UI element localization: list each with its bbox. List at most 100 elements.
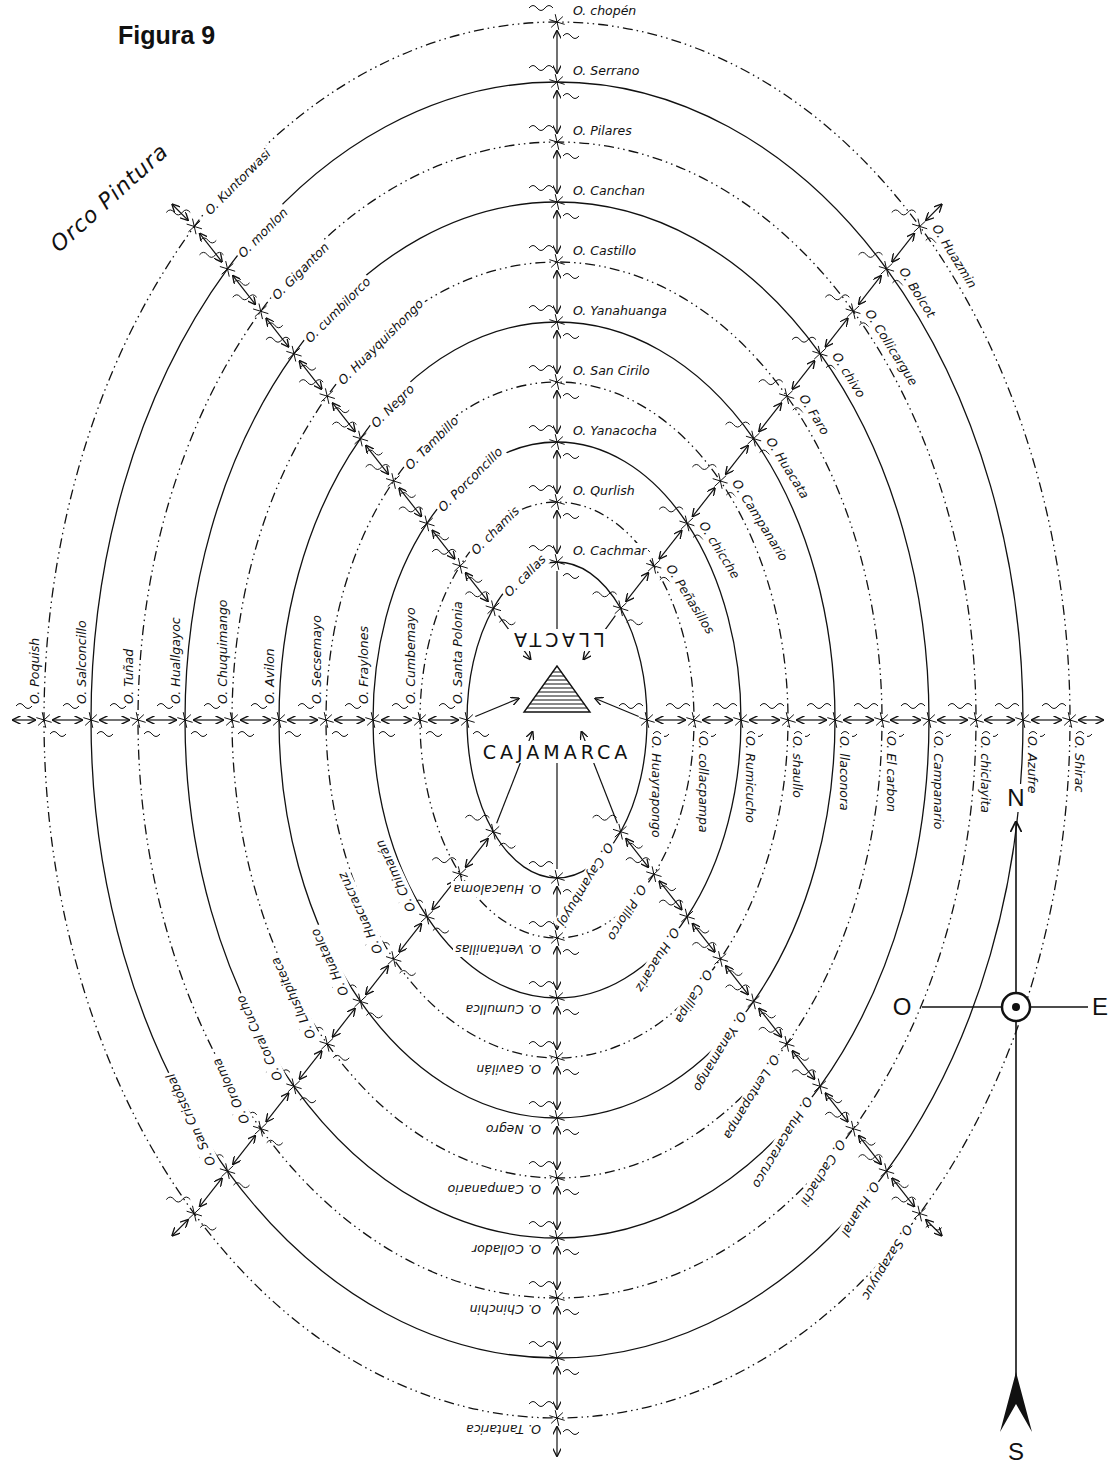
pyramid-hatch bbox=[541, 688, 573, 689]
hill-label: O. Secsemayo bbox=[309, 613, 325, 706]
mountain-stroke bbox=[555, 554, 557, 562]
mountain-squiggle bbox=[333, 1055, 349, 1060]
hill-label: O. Salconcillo bbox=[74, 618, 90, 706]
mountain-stroke bbox=[746, 999, 754, 1001]
mountain-stroke bbox=[273, 720, 279, 725]
hill-label: O. Huanal bbox=[836, 1177, 883, 1241]
mountain-stroke bbox=[557, 1238, 559, 1246]
mountain-squiggle bbox=[499, 843, 515, 848]
mountain-stroke bbox=[557, 938, 565, 940]
mountain-stroke bbox=[288, 1086, 294, 1091]
mountain-stroke bbox=[557, 873, 563, 878]
mountain-stroke bbox=[555, 1410, 557, 1418]
radial-arrow bbox=[556, 391, 557, 433]
mountain-stroke bbox=[912, 224, 920, 226]
mountain-stroke bbox=[555, 494, 557, 502]
radial-arrow bbox=[13, 719, 35, 720]
mountain-squiggle bbox=[627, 843, 643, 848]
mountain-stroke bbox=[353, 436, 361, 438]
mountain-stroke bbox=[427, 518, 433, 523]
mountain-stroke bbox=[367, 720, 373, 725]
mountain-stroke bbox=[814, 354, 820, 359]
radial-arrow bbox=[556, 1307, 557, 1349]
hill-label: O. Tantarica bbox=[464, 1421, 543, 1437]
mountain-stroke bbox=[294, 354, 296, 362]
hill-label: O. Huacracruz bbox=[333, 868, 387, 959]
hill-label: O. callas bbox=[500, 550, 552, 602]
mountain-stroke bbox=[685, 516, 687, 524]
mountain-stroke bbox=[557, 17, 563, 22]
radial-arrow bbox=[556, 947, 557, 989]
mountain-stroke bbox=[557, 202, 559, 210]
mountain-stroke bbox=[261, 1129, 269, 1131]
mountain-squiggle bbox=[659, 900, 683, 905]
mountain-stroke bbox=[557, 1178, 565, 1180]
mountain-stroke bbox=[714, 959, 720, 964]
ring-line bbox=[138, 142, 976, 1298]
mountain-stroke bbox=[549, 996, 557, 998]
mountain-stroke bbox=[557, 262, 559, 270]
mountain-symbol bbox=[619, 704, 669, 737]
radial-arrow bbox=[985, 719, 1014, 720]
mountain-stroke bbox=[549, 20, 557, 22]
mountain-stroke bbox=[549, 1296, 557, 1298]
mountain-squiggle bbox=[563, 1130, 579, 1135]
mountain-stroke bbox=[929, 720, 931, 728]
mountain-squiggle bbox=[529, 1342, 553, 1347]
mountain-stroke bbox=[557, 1233, 563, 1238]
hill-label: O. Huallgayoc bbox=[168, 615, 184, 706]
mountain-stroke bbox=[1070, 715, 1076, 720]
hill-label: O. Yanahuanga bbox=[571, 303, 669, 319]
mountain-stroke bbox=[652, 558, 654, 566]
radial-arrow bbox=[399, 924, 421, 952]
hill-label: O. Collicargue bbox=[860, 305, 922, 391]
hill-label: O. Faro bbox=[794, 390, 833, 440]
mountain-stroke bbox=[286, 351, 294, 353]
mountain-stroke bbox=[326, 720, 328, 728]
radial-arrow bbox=[891, 719, 920, 720]
hill-label: O. Huacariz bbox=[631, 922, 684, 995]
mountain-squiggle bbox=[793, 1055, 809, 1060]
mountain-stroke bbox=[881, 269, 887, 274]
mountain-squiggle bbox=[563, 1190, 579, 1195]
mountain-stroke bbox=[425, 909, 427, 917]
mountain-stroke bbox=[365, 718, 373, 720]
mountain-stroke bbox=[557, 1418, 559, 1426]
mountain-stroke bbox=[833, 712, 835, 720]
mountain-squiggle bbox=[893, 1183, 909, 1188]
radial-arrow bbox=[703, 719, 732, 720]
mountain-stroke bbox=[654, 560, 660, 565]
mountain-squiggle bbox=[366, 450, 382, 455]
mountain-stroke bbox=[261, 311, 269, 313]
mountain-stroke bbox=[557, 22, 559, 30]
mountain-squiggle bbox=[563, 514, 579, 519]
mountain-stroke bbox=[557, 1058, 559, 1066]
mountain-stroke bbox=[785, 1036, 787, 1044]
mountain-stroke bbox=[694, 720, 696, 728]
mountain-stroke bbox=[754, 433, 760, 438]
mountain-squiggle bbox=[854, 704, 878, 709]
mountain-stroke bbox=[787, 391, 793, 396]
mountain-stroke bbox=[360, 433, 366, 438]
pyramid-outline bbox=[524, 666, 590, 712]
mountain-stroke bbox=[493, 826, 499, 831]
mountain-stroke bbox=[286, 1084, 294, 1086]
radial-arrow bbox=[556, 271, 557, 313]
radial-arrow bbox=[300, 1051, 322, 1079]
mountain-stroke bbox=[555, 1350, 557, 1358]
mountain-stroke bbox=[920, 1214, 922, 1222]
mountain-squiggle bbox=[166, 210, 190, 215]
mountain-squiggle bbox=[563, 1070, 579, 1075]
hill-label: O. Rumicucho bbox=[742, 734, 758, 825]
mountain-squiggle bbox=[233, 295, 257, 300]
mountain-stroke bbox=[261, 1129, 263, 1137]
mountain-squiggle bbox=[563, 394, 579, 399]
mountain-stroke bbox=[976, 720, 978, 728]
mountain-stroke bbox=[185, 720, 193, 722]
radial-arrow bbox=[750, 719, 779, 720]
mountain-stroke bbox=[294, 348, 300, 353]
mountain-stroke bbox=[460, 566, 462, 574]
mountain-stroke bbox=[827, 718, 835, 720]
radial-arrow bbox=[429, 719, 458, 720]
